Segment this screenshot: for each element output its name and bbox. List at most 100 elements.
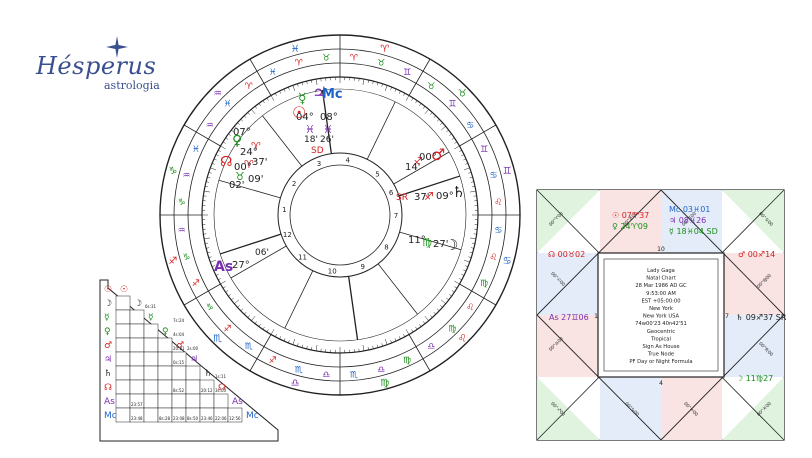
venus-sign: ♈ (244, 158, 254, 171)
asc-label[interactable]: As (214, 259, 233, 275)
outer-sign-glyph: ♋ (503, 256, 512, 267)
aspect-cell-value: 20:21 (173, 346, 185, 351)
venus-degree: 24° (240, 147, 258, 158)
zodiac-sign-glyph: ♊ (480, 145, 488, 155)
aspect-row-label: ♃ (104, 355, 112, 365)
node-icon[interactable]: ☊ (220, 154, 232, 170)
saturn-icon[interactable]: ♄ (452, 183, 465, 201)
chart-info-line: PF Day or Night Formula (629, 359, 692, 365)
square-sun-entry[interactable]: ☉ 07♈37 (612, 211, 649, 220)
zodiac-sign-glyph: ♉ (427, 82, 435, 92)
sun-degree: 07° (233, 127, 251, 138)
zodiac-sign-glyph: ♏ (295, 366, 303, 376)
chart-info-line: 74w00'23 40n42'51 (635, 321, 687, 327)
zodiac-sign-glyph: ♐ (192, 279, 200, 289)
chart-info-line: Sign As House (642, 344, 679, 350)
outer-sign-glyph: ♌ (458, 333, 467, 344)
mars-icon[interactable]: ♂ (431, 145, 445, 164)
house-cusps (218, 90, 462, 340)
outer-sign-glyph: ♉ (458, 89, 467, 100)
saturn-minutes: 37' (414, 192, 429, 203)
aspect-diag-label: ☊ (218, 383, 226, 393)
aspect-cell-value: 6s:31 (145, 304, 157, 309)
aspect-diag-label: Mc (246, 411, 259, 421)
square-jupiter-entry[interactable]: ♃ 08♓26 (669, 216, 706, 225)
aspect-row-label: ☊ (104, 383, 112, 393)
zodiac-sign-glyph: ♍ (403, 356, 411, 366)
square-saturn-entry[interactable]: ♄ 09♐37 SR (736, 313, 787, 322)
aspect-cell-value: 2s:00 (187, 346, 199, 351)
aspect-cell-value: 23:46 (201, 416, 213, 421)
outer-sign-glyph: ♊ (503, 166, 512, 177)
aspect-cell-value: 7s:24 (173, 318, 185, 323)
jupiter-icon[interactable]: ♃ (312, 84, 327, 104)
zodiac-sign-glyph: ♌ (490, 253, 498, 263)
sun-sign: ♈ (251, 140, 261, 153)
zodiac-sign-glyph: ♎ (322, 370, 330, 380)
zodiac-sign-glyph: ♑ (182, 253, 190, 263)
asc-degree: 27° (232, 260, 250, 271)
chart-info-line: True Node (647, 352, 674, 358)
outer-sign-glyph: ♐ (168, 256, 177, 267)
venus-icon[interactable]: ♀ (232, 133, 242, 149)
zodiac-sign-glyph: ♑ (178, 198, 186, 208)
jupiter-degree: 08° (320, 112, 338, 123)
house-number: 11 (298, 254, 307, 262)
brand-logo[interactable]: Hésperus astrologia (30, 36, 160, 96)
aspect-row-label: ♂ (104, 341, 112, 351)
zodiac-sign-glyph: ♐ (269, 356, 277, 366)
chart-info-line: 9:53:00 AM (646, 291, 676, 297)
asc-minutes: 06' (255, 248, 269, 258)
zodiac-sign-glyph: ♌ (466, 303, 474, 313)
zodiac-sign-glyph: ♑ (206, 303, 214, 313)
square-moon-entry[interactable]: ☽ 11♍27 (736, 374, 773, 383)
square-house-number: 4 (659, 380, 663, 387)
mercury-degree: 04° (296, 112, 314, 123)
square-house-number: 7 (725, 313, 729, 320)
aspect-cell-value: 3s:03 (215, 388, 227, 393)
chart-info-line: 28 Mar 1986 AD GC (635, 283, 687, 289)
aspect-row-label: Mc (104, 411, 117, 421)
natal-wheel: ♈♉♊♈♉♊♋♉♊♋♌♊♋♌♍♋♌♍♎♌♍♎♏♍♎♏♐♎♏♐♑♏♐♑♒♐♑♒♓♑… (159, 34, 521, 396)
aspect-row-label: ♄ (104, 369, 112, 379)
mercury-sign: ♓ (305, 123, 315, 136)
logo-subtitle: astrologia (104, 79, 160, 92)
zodiac-sign-glyph: ♊ (448, 100, 456, 110)
zodiac-sign-glyph: ♏ (245, 342, 253, 352)
zodiac-sign-glyph: ♉ (377, 58, 385, 68)
zodiac-sign-glyph: ♍ (480, 279, 488, 289)
square-mercury-entry[interactable]: ☿ 18♓04 SD (669, 227, 718, 236)
square-mars-entry[interactable]: ♂ 00♐14 (738, 250, 775, 259)
square-mc-entry[interactable]: Mc 03♓01 (669, 205, 710, 214)
mercury-icon[interactable]: ☿ (298, 91, 307, 107)
jupiter-sign: ♓ (323, 123, 333, 136)
zodiac-sign-glyph: ♍ (448, 324, 456, 334)
sun-icon[interactable]: ☉ (292, 103, 306, 122)
aspect-diag-label: As (232, 397, 243, 407)
moon-minutes: 27' (433, 239, 448, 250)
square-house-number: 10 (657, 246, 665, 253)
square-node-entry[interactable]: ☊ 00♉02 (548, 250, 585, 259)
aspect-diag-label: ☿ (148, 313, 154, 323)
zodiac-sign-glyph: ♓ (269, 68, 277, 78)
mc-label[interactable]: Mc (322, 87, 343, 102)
square-venus-entry[interactable]: ♀ 24♈09 (612, 222, 648, 231)
zodiac-sign-glyph: ♌ (494, 198, 502, 208)
outer-sign-glyph: ♍ (380, 378, 389, 389)
zodiac-sign-glyph: ♋ (466, 121, 474, 131)
zodiac-sign-glyph: ♈ (245, 82, 254, 92)
logo-name: Hésperus (36, 52, 157, 80)
saturn-sign: ♐ (424, 190, 434, 203)
chart-info-line: Tropical (650, 336, 671, 342)
square-asc-entry[interactable]: As 27♊06 (549, 313, 589, 322)
aspect-cell-value: 23:08 (173, 416, 185, 421)
outer-sign-glyph: ♏ (213, 333, 222, 344)
chart-info-line: New York (649, 306, 673, 312)
degree-ticks (202, 77, 478, 353)
aspect-row-label: ☽ (104, 299, 112, 309)
chart-info-line: Natal Chart (646, 276, 676, 282)
aspect-row-label: ☉ (104, 285, 112, 295)
moon-icon[interactable]: ☽ (445, 236, 458, 254)
